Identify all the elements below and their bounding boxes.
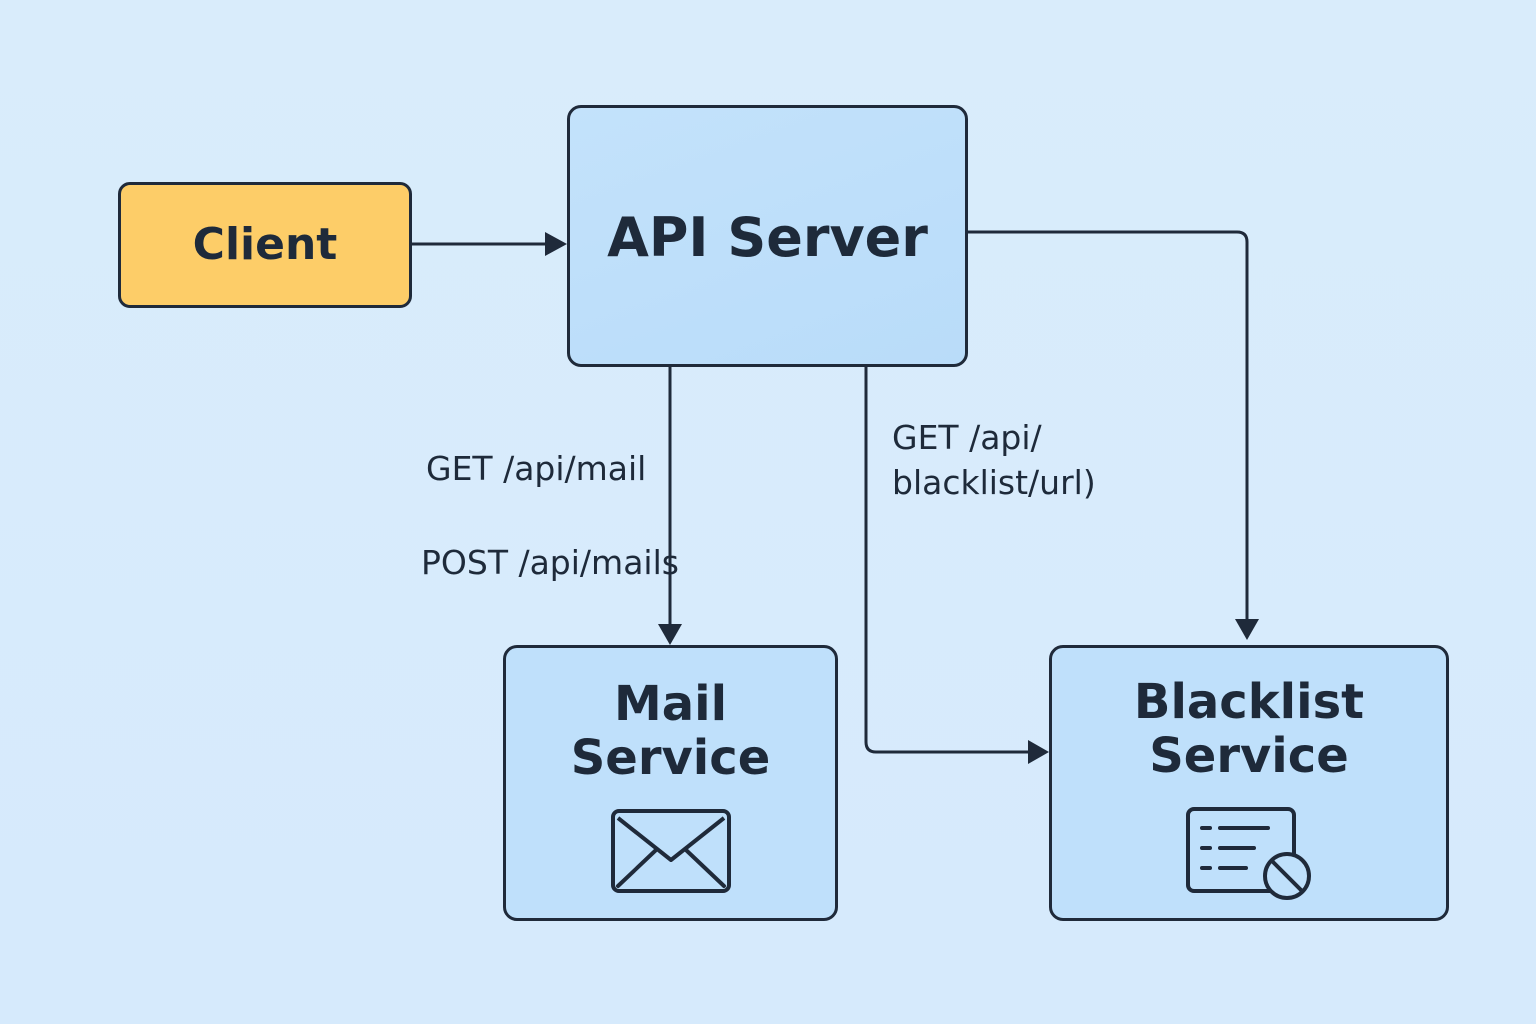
blocked-list-icon — [1184, 806, 1314, 906]
blacklist-service-node: Blacklist Service — [1049, 645, 1449, 921]
mail-service-label: Mail Service — [570, 676, 771, 786]
arrowhead-api-to-blacklist-top — [1235, 619, 1259, 640]
client-label: Client — [192, 219, 338, 271]
arrowhead-api-to-mail — [658, 624, 682, 645]
envelope-icon — [610, 808, 732, 898]
blacklist-service-label: Blacklist Service — [1133, 674, 1365, 784]
edge-api-to-blacklist-bottom — [864, 367, 1031, 754]
client-node: Client — [118, 182, 412, 308]
mail-service-node: Mail Service — [503, 645, 838, 921]
edge-api-to-blacklist-top — [968, 230, 1249, 622]
api-server-node: API Server — [567, 105, 968, 367]
arrowhead-client-to-api — [545, 232, 567, 256]
api-server-label: API Server — [607, 206, 928, 269]
arrowhead-api-to-blacklist-bottom — [1028, 740, 1049, 764]
edge-label-get-mail: GET /api/mail — [426, 449, 647, 488]
edge-label-get-blacklist: GET /api/ blacklist/url) — [892, 418, 1096, 502]
edge-label-post-mails: POST /api/mails — [421, 543, 679, 582]
